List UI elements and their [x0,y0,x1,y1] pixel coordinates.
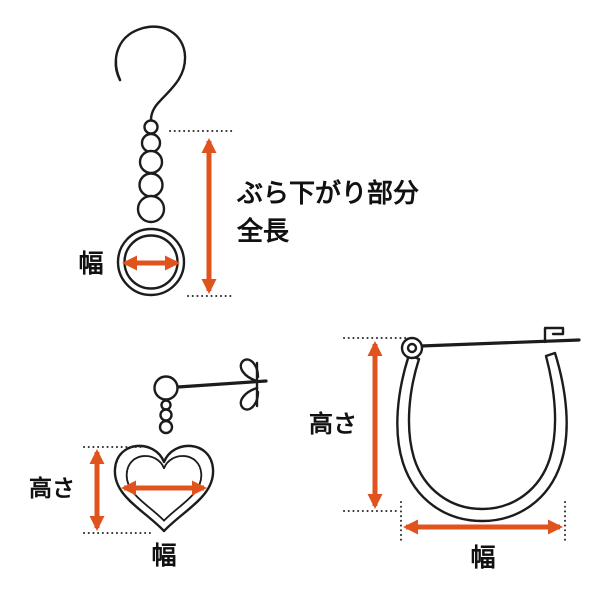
connector-loop-icon [143,119,159,135]
dangle-length-label-line1: ぶら下がり部分 [236,178,419,208]
small-bead-1-icon [160,399,172,411]
hoop-latch-wire-icon [419,338,581,348]
dangle-length-label-line2: 全長 [236,216,290,246]
hoop-width-label: 幅 [470,544,495,572]
hoop-band-icon [396,351,568,523]
bead-3-icon [138,172,164,198]
stud-ball-icon [153,375,179,401]
small-bead-3-icon [158,419,174,435]
stud-heart-earring-figure [113,358,268,533]
heart-height-label: 高さ [29,475,75,501]
heart-width-label: 幅 [151,542,176,570]
heart-outline-inner-icon [125,455,203,522]
hoop-height-label: 高さ [309,410,357,438]
hoop-clasp-icon [543,326,565,344]
stud-post-icon [176,379,268,389]
clutch-petal-top-icon [239,358,260,383]
bead-1-icon [140,132,162,154]
hoop-hinge-pin-icon [406,342,418,354]
hoop-earring-figure [396,326,581,523]
heart-outline-outer-icon [113,444,215,533]
ear-hook-wire-icon [114,25,187,122]
hook-earring-figure [114,25,187,297]
small-bead-2-icon [159,408,173,422]
hoop-hinge-icon [400,336,424,360]
bead-4-icon [136,194,166,224]
ear-hook-tip-icon [114,59,122,82]
clutch-petal-bottom-icon [239,386,260,411]
hook-width-label: 幅 [78,250,103,278]
bead-2-icon [138,149,164,175]
